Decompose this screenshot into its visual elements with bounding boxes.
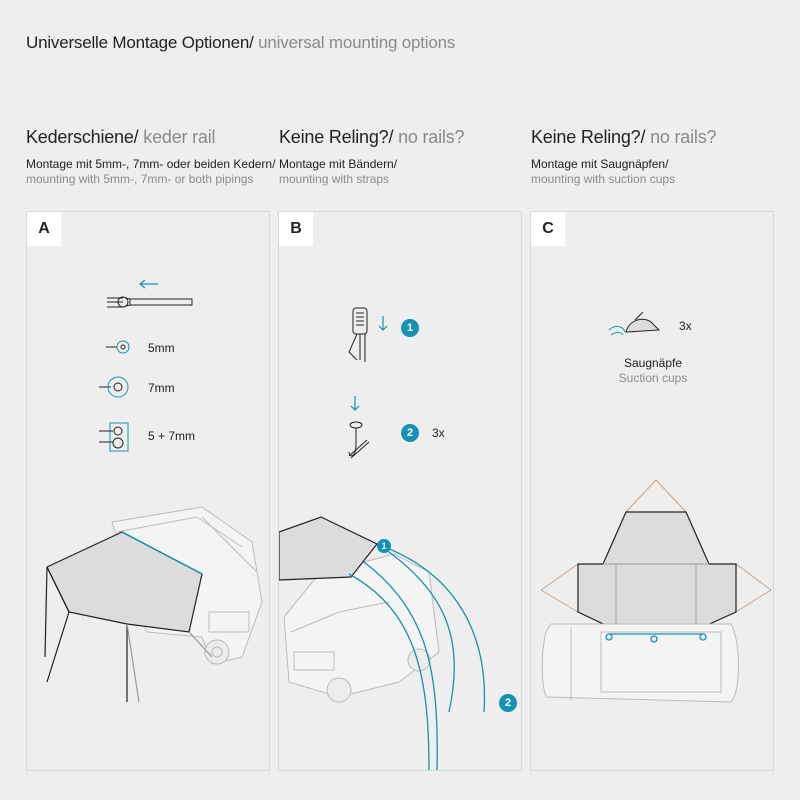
down-arrow-icon: [378, 316, 388, 331]
column-c-desc-de: Montage mit Saugnäpfen/: [531, 157, 669, 171]
keder-5mm-icon: [106, 340, 130, 354]
panel-b-letter: B: [279, 212, 313, 246]
panel-a-letter: A: [27, 212, 61, 246]
van-topview-illustration: [541, 623, 739, 703]
van-illustration: [283, 553, 440, 703]
panel-b: B 1 2 3x 1 2: [278, 211, 522, 771]
slide-arrow-icon: [139, 279, 158, 289]
column-b-header: Keine Reling?/ no rails? Montage mit Bän…: [279, 127, 529, 187]
suction-cup-label: Saugnäpfe Suction cups: [593, 356, 713, 386]
column-a-header: Kederschiene/ keder rail Montage mit 5mm…: [26, 127, 276, 187]
column-c-heading-en: no rails?: [645, 127, 717, 147]
column-a-desc-en: mounting with 5mm-, 7mm- or both pipings: [26, 172, 254, 186]
step-1-badge: 1: [401, 319, 419, 337]
page-title: Universelle Montage Optionen/ universal …: [26, 33, 455, 53]
panel-a-illustration: [44, 279, 263, 703]
keder-rail-line: [121, 531, 203, 575]
down-arrow-icon-2: [350, 396, 360, 411]
marker-1-badge: 1: [377, 539, 391, 553]
column-c-header: Keine Reling?/ no rails? Montage mit Sau…: [531, 127, 781, 187]
hook-count-label: 3x: [432, 426, 445, 440]
size-5mm-label: 5mm: [148, 341, 175, 355]
column-b-heading-de: Keine Reling?/: [279, 127, 394, 147]
awning-illustration: [577, 511, 737, 631]
size-5-7mm-label: 5 + 7mm: [148, 429, 196, 443]
strap-buckle-icon: [348, 307, 368, 362]
panel-c: C 3x Saugnäpfe Suction cups: [530, 211, 774, 771]
awning-illustration: [279, 516, 378, 581]
suction-cup-icon: [608, 311, 661, 336]
title-de: Universelle Montage Optionen/: [26, 33, 254, 52]
size-7mm-label: 7mm: [148, 381, 175, 395]
suction-cup-points: [605, 633, 707, 643]
panel-c-illustration: [540, 311, 772, 703]
column-b-desc-de: Montage mit Bändern/: [279, 157, 398, 171]
title-en: universal mounting options: [253, 33, 456, 52]
column-a-heading-de: Kederschiene/: [26, 127, 139, 147]
awning-poles: [44, 566, 213, 703]
keder-both-icon: [99, 422, 129, 452]
column-a-heading-en: keder rail: [138, 127, 216, 147]
panel-a: A 5mm 7mm 5 + 7mm: [26, 211, 270, 771]
marker-2-badge: 2: [499, 694, 517, 712]
column-b-heading-en: no rails?: [393, 127, 465, 147]
suction-cup-count-label: 3x: [679, 319, 692, 333]
column-a-desc-de: Montage mit 5mm-, 7mm- oder beiden Keder…: [26, 157, 276, 171]
suction-cup-label-en: Suction cups: [618, 371, 688, 385]
column-c-heading-de: Keine Reling?/: [531, 127, 646, 147]
keder-7mm-icon: [99, 376, 129, 398]
panel-c-letter: C: [531, 212, 565, 246]
column-b-desc-en: mounting with straps: [279, 172, 390, 186]
strap-hook-icon: [348, 421, 370, 459]
strap-lines: [348, 544, 486, 770]
keder-rail-icon: [107, 296, 193, 308]
column-c-desc-en: mounting with suction cups: [531, 172, 676, 186]
panel-b-illustration: [279, 307, 486, 770]
guy-lines: [540, 479, 772, 613]
suction-cup-label-de: Saugnäpfe: [623, 356, 683, 370]
step-2-badge: 2: [401, 424, 419, 442]
